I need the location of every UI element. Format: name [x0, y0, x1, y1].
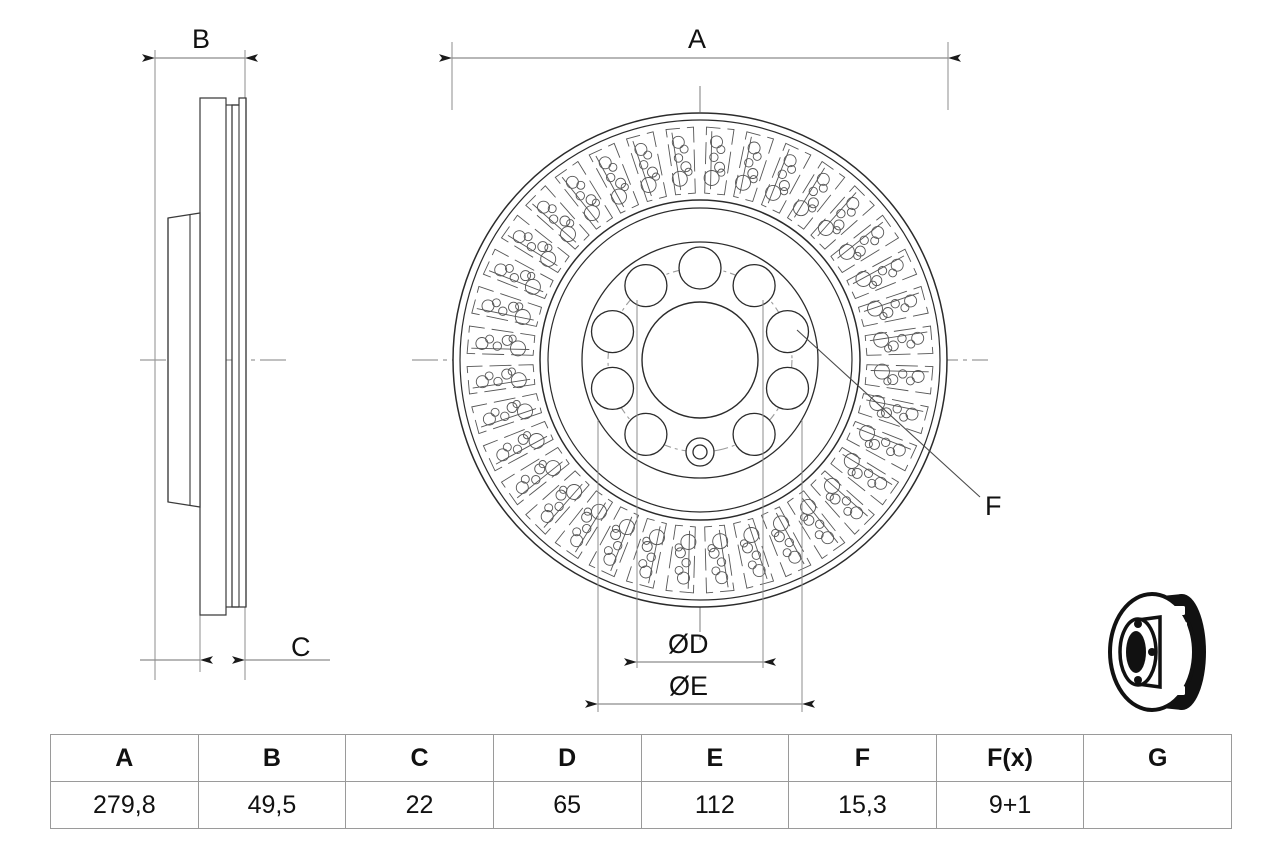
table-cell-d: 65	[492, 781, 642, 829]
bolt-hole	[590, 309, 635, 354]
table-header-g: G	[1083, 734, 1232, 782]
bolt-hole	[678, 246, 722, 290]
bolt-circle	[607, 267, 793, 453]
center-bore	[641, 301, 759, 419]
table-row: 279,8 49,5 22 65 112 15,3 9+1	[50, 781, 1232, 829]
table-header-b: B	[197, 734, 347, 782]
front-view	[412, 42, 988, 712]
dimension-label-a: A	[688, 24, 707, 54]
vane-pattern	[466, 126, 934, 594]
table-header-d: D	[492, 734, 642, 782]
bolt-hole	[732, 263, 776, 308]
bolt-hole	[624, 412, 668, 457]
leader-line-f	[796, 329, 981, 498]
table-header-row: A B C D E F F(x) G	[50, 734, 1232, 782]
table-cell-fx: 9+1	[935, 781, 1085, 829]
bolt-hole	[765, 366, 810, 411]
bolt-hole	[765, 309, 810, 354]
table-cell-a: 279,8	[50, 781, 199, 829]
bolt-holes	[590, 246, 810, 467]
table-header-a: A	[50, 734, 199, 782]
dimension-label-c: C	[291, 632, 311, 662]
bolt-hole	[624, 263, 668, 308]
table-cell-e: 112	[640, 781, 790, 829]
table-header-fx: F(x)	[935, 734, 1085, 782]
table-header-e: E	[640, 734, 790, 782]
bolt-hole	[732, 412, 776, 457]
dimension-label-diameter-d: ØD	[668, 629, 709, 659]
side-section-view	[140, 50, 330, 680]
table-cell-g	[1083, 781, 1232, 829]
dimension-label-b: B	[192, 24, 211, 54]
isometric-thumbnail	[1108, 592, 1206, 712]
dimension-label-f: F	[985, 491, 1002, 521]
table-cell-c: 22	[345, 781, 494, 829]
table-cell-b: 49,5	[197, 781, 347, 829]
dimension-table: A B C D E F F(x) G 279,8 49,5 22 65 112 …	[50, 734, 1232, 829]
table-header-c: C	[345, 734, 494, 782]
table-header-f: F	[788, 734, 937, 782]
dimension-label-diameter-e: ØE	[669, 671, 709, 701]
table-cell-f: 15,3	[788, 781, 937, 829]
bolt-hole	[590, 366, 635, 411]
